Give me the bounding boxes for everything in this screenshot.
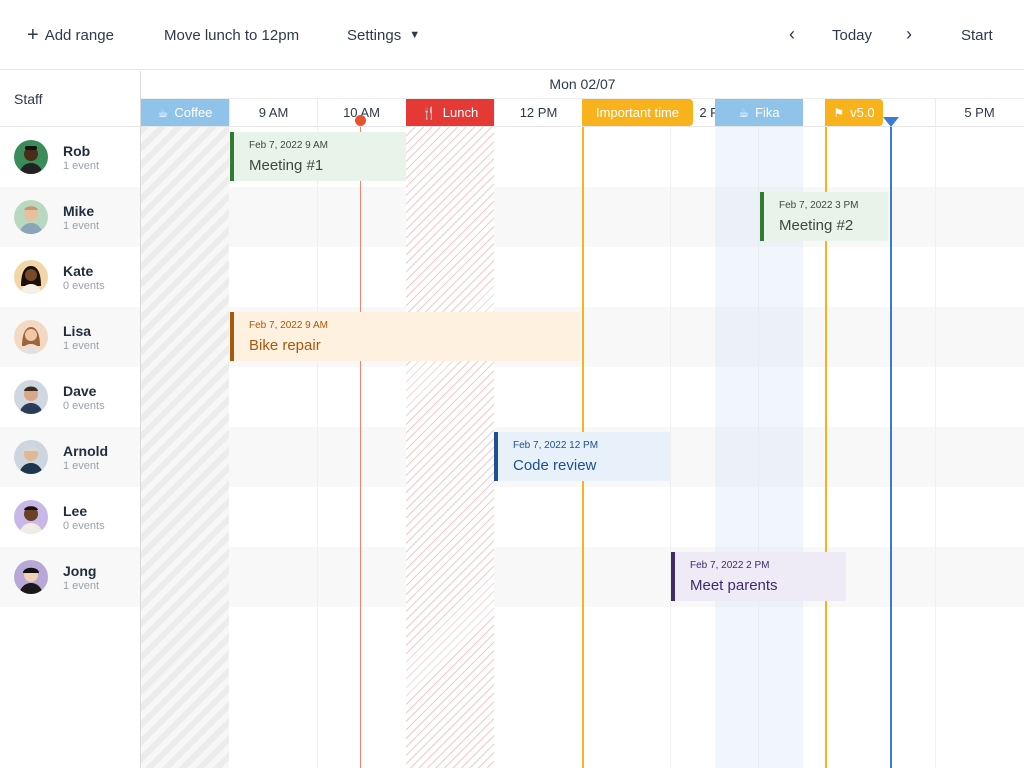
staff-row-mike[interactable]: Mike 1 event	[0, 187, 140, 247]
event-name: Meeting #2	[779, 217, 854, 234]
move-lunch-label: Move lunch to 12pm	[164, 26, 300, 44]
toolbar: + Add range Move lunch to 12pm Settings …	[0, 0, 1024, 70]
staff-row-rob[interactable]: Rob 1 event	[0, 127, 140, 187]
grid-line	[317, 127, 318, 768]
staff-row-dave[interactable]: Dave 0 events	[0, 367, 140, 427]
hour-label: 9 AM	[229, 99, 317, 127]
avatar	[14, 440, 48, 474]
event-meet-parents[interactable]: Feb 7, 2022 2 PM Meet parents	[671, 552, 846, 601]
today-label: Today	[832, 26, 873, 44]
event-bike-repair[interactable]: Feb 7, 2022 9 AM Bike repair	[230, 312, 580, 361]
important-time-tag[interactable]: Important time	[582, 99, 693, 126]
add-range-label: Add range	[44, 26, 114, 44]
date-header: Mon 02/07	[549, 76, 616, 92]
staff-row-jong[interactable]: Jong 1 event	[0, 547, 140, 607]
settings-label: Settings	[347, 26, 402, 44]
caret-down-icon: ▼	[409, 29, 421, 41]
coffee-label: Coffee	[174, 105, 213, 120]
staff-row-kate[interactable]: Kate 0 events	[0, 247, 140, 307]
event-name: Code review	[513, 457, 597, 474]
grid-line	[758, 127, 759, 768]
grid-line	[670, 127, 671, 768]
person-event-count: 0 events	[63, 400, 105, 412]
settings-button[interactable]: Settings ▼	[347, 24, 420, 46]
start-label: Start	[961, 26, 993, 44]
person-name: Kate	[63, 263, 94, 279]
avatar	[14, 560, 48, 594]
v5-line[interactable]	[825, 127, 827, 768]
avatar	[14, 200, 48, 234]
event-name: Bike repair	[249, 337, 321, 354]
move-lunch-button[interactable]: Move lunch to 12pm	[164, 24, 299, 46]
person-event-count: 1 event	[63, 220, 100, 232]
event-date: Feb 7, 2022 9 AM	[249, 320, 328, 331]
staff-column: Staff	[0, 71, 141, 768]
person-name: Rob	[63, 143, 91, 159]
staff-row-lee[interactable]: Lee 0 events	[0, 487, 140, 547]
person-name: Lee	[63, 503, 88, 519]
coffee-range-tag[interactable]: ☕ Coffee	[141, 99, 229, 126]
avatar	[14, 140, 48, 174]
person-name: Dave	[63, 383, 97, 399]
avatar	[14, 320, 48, 354]
v5-label: v5.0	[850, 105, 875, 120]
fika-label: Fika	[755, 105, 780, 120]
event-date: Feb 7, 2022 12 PM	[513, 440, 599, 451]
plus-icon: +	[27, 24, 39, 46]
timeline-marker-handle[interactable]	[883, 117, 899, 127]
person-name: Arnold	[63, 443, 109, 459]
event-date: Feb 7, 2022 2 PM	[690, 560, 770, 571]
person-event-count: 1 event	[63, 340, 100, 352]
hour-label: 10 AM	[317, 99, 405, 127]
lunch-range-tag[interactable]: 🍴 Lunch	[406, 99, 494, 126]
person-event-count: 1 event	[63, 160, 100, 172]
person-event-count: 0 events	[63, 520, 105, 532]
person-name: Mike	[63, 203, 95, 219]
timeline-marker-line[interactable]	[890, 127, 892, 768]
coffee-icon: ☕	[157, 105, 169, 120]
person-event-count: 1 event	[63, 580, 100, 592]
fika-range-tag[interactable]: ☕ Fika	[715, 99, 803, 126]
v5-tag[interactable]: ⚑ v5.0	[825, 99, 883, 126]
staff-row-arnold[interactable]: Arnold 1 event	[0, 427, 140, 487]
coffee-icon: ☕	[738, 105, 750, 120]
staff-title: Staff	[14, 91, 43, 107]
person-event-count: 0 events	[63, 280, 105, 292]
event-meeting-2[interactable]: Feb 7, 2022 3 PM Meeting #2	[760, 192, 888, 241]
important-time-label: Important time	[595, 105, 680, 120]
person-name: Jong	[63, 563, 97, 579]
coffee-range[interactable]	[141, 127, 229, 768]
event-date: Feb 7, 2022 3 PM	[779, 200, 859, 211]
hour-label: 5 PM	[935, 99, 1023, 127]
add-range-button[interactable]: + Add range	[27, 24, 114, 46]
today-button[interactable]: Today	[832, 24, 872, 46]
event-meeting-1[interactable]: Feb 7, 2022 9 AM Meeting #1	[230, 132, 406, 181]
staff-header: Staff	[0, 71, 140, 127]
lunch-label: Lunch	[442, 105, 479, 120]
staff-row-lisa[interactable]: Lisa 1 event	[0, 307, 140, 367]
current-time-dot[interactable]	[355, 115, 366, 126]
avatar	[14, 500, 48, 534]
avatar	[14, 380, 48, 414]
utensils-icon: 🍴	[421, 105, 437, 120]
event-date: Feb 7, 2022 9 AM	[249, 140, 328, 151]
person-event-count: 1 event	[63, 460, 100, 472]
hour-header: 9 AM 10 AM 12 PM 2 PM 5 PM	[141, 98, 1024, 127]
start-button[interactable]: Start	[961, 24, 993, 46]
lunch-range[interactable]	[406, 127, 494, 768]
grid-line	[935, 127, 936, 768]
chevron-left-icon[interactable]: ‹	[789, 24, 795, 44]
avatar	[14, 260, 48, 294]
event-name: Meeting #1	[249, 157, 324, 174]
chevron-right-icon[interactable]: ›	[906, 24, 912, 44]
flag-icon: ⚑	[833, 105, 845, 120]
hour-label: 12 PM	[494, 99, 582, 127]
event-code-review[interactable]: Feb 7, 2022 12 PM Code review	[494, 432, 670, 481]
person-name: Lisa	[63, 323, 92, 339]
event-name: Meet parents	[690, 577, 778, 594]
current-time-line	[360, 127, 361, 768]
